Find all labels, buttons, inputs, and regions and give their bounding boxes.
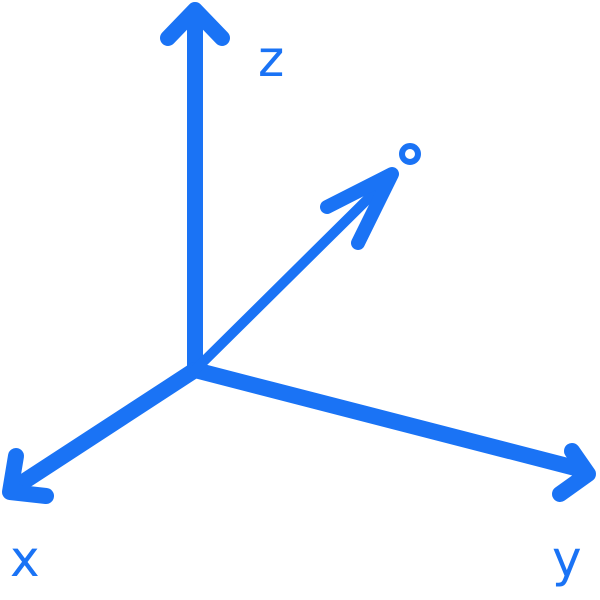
x-axis-arrowhead-icon — [2, 448, 54, 504]
z-axis-label: z — [258, 30, 284, 88]
vector-arrowhead-icon — [320, 167, 399, 250]
y-axis-arrowhead-icon — [552, 443, 596, 502]
z-axis-arrowhead-icon — [160, 2, 230, 46]
x-axis-label: x — [10, 530, 40, 588]
y-axis-label: y — [552, 530, 582, 588]
x-axis-line — [6, 362, 203, 496]
vector-point-icon — [399, 143, 421, 165]
vector-line — [190, 172, 395, 375]
y-axis-line — [187, 362, 591, 478]
